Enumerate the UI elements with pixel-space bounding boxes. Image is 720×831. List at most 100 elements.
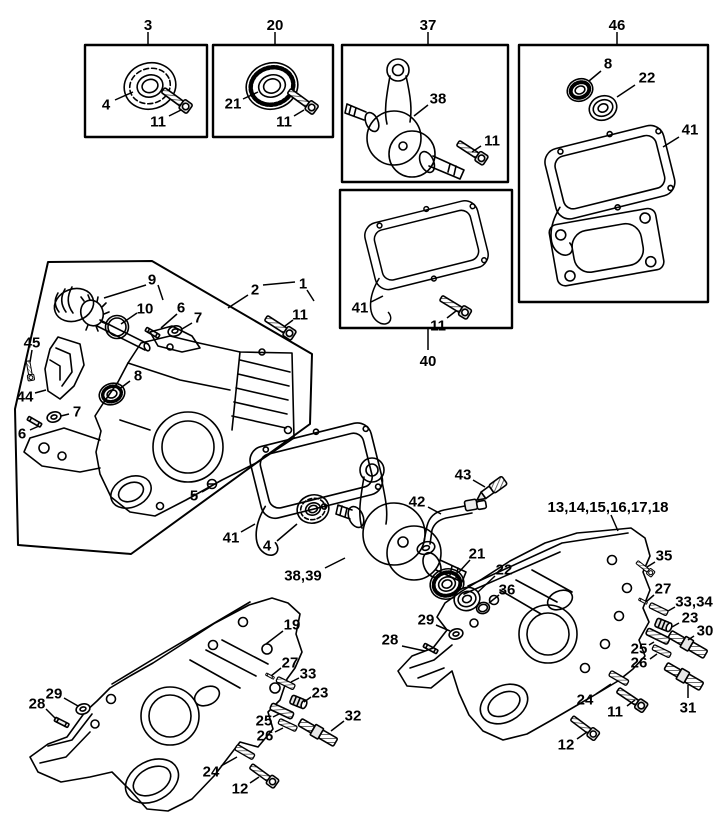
part-number-29: 29 (418, 611, 435, 628)
leader-line (168, 109, 182, 117)
grooved-ball-bearing-part (245, 61, 299, 111)
crankcase-gasket-part (349, 193, 500, 328)
leader-line (249, 776, 260, 784)
part-number-41: 41 (682, 121, 699, 138)
part-number-12: 12 (558, 736, 575, 753)
part-number-28: 28 (382, 631, 399, 648)
part-number-13-14-15-16-17-18: 13,14,15,16,17,18 (548, 499, 669, 516)
part-number-27: 27 (282, 654, 299, 671)
leader-line (324, 557, 346, 569)
leader-line (330, 720, 345, 732)
part-number-21: 21 (469, 545, 486, 562)
leader-line (242, 91, 259, 100)
part-number-26: 26 (257, 727, 274, 744)
plug-part (653, 617, 674, 634)
part-number-2: 2 (251, 281, 259, 298)
leader-line (290, 677, 300, 683)
part-number-7: 7 (73, 403, 81, 420)
leader-line (160, 313, 178, 329)
stud-part (648, 601, 670, 617)
part-number-30: 30 (697, 622, 714, 639)
screw-part (634, 558, 656, 578)
leader-line (60, 413, 70, 417)
leader-line (276, 523, 298, 542)
part-number-10: 10 (137, 300, 154, 317)
leader-line (477, 575, 496, 593)
crankshaft-part (344, 58, 465, 180)
leader-line (201, 487, 210, 493)
part-number-24: 24 (203, 763, 220, 780)
leader-line (220, 756, 238, 767)
part-number-35: 35 (656, 547, 673, 564)
pin-part (26, 415, 43, 429)
leader-line (576, 731, 588, 740)
leader-line (227, 294, 249, 309)
part-number-32: 32 (345, 707, 362, 724)
part-number-37: 37 (420, 17, 437, 34)
leader-line (471, 145, 482, 153)
leader-line (29, 425, 40, 431)
part-number-36: 36 (499, 581, 516, 598)
leader-line (270, 667, 282, 677)
group-box-37 (340, 43, 510, 184)
leader-line (413, 104, 429, 117)
leader-line (626, 699, 636, 707)
part-number-38: 38 (430, 90, 447, 107)
plug-part (288, 694, 309, 711)
leader-line (646, 561, 656, 568)
part-number-22: 22 (639, 69, 656, 86)
part-number-27: 27 (655, 580, 672, 597)
group-boxes (14, 43, 710, 555)
leader-line (120, 312, 138, 325)
screw-part (24, 359, 36, 382)
leader-line (34, 389, 47, 394)
stud-part (233, 743, 256, 761)
part-number-8: 8 (604, 55, 612, 72)
leader-line (284, 319, 294, 327)
leader-line (306, 289, 315, 302)
crankcase-gasket-part (233, 415, 395, 559)
crankcase-gasket-part (528, 118, 687, 259)
part-number-42: 42 (409, 493, 426, 510)
part-number-40: 40 (420, 353, 437, 370)
leader-line (662, 136, 680, 148)
leader-line (262, 281, 296, 286)
part-number-41: 41 (352, 299, 369, 316)
washer-part (588, 94, 618, 122)
part-number-9: 9 (148, 271, 156, 288)
valve-screw-part (476, 475, 508, 501)
washer-part (453, 586, 481, 612)
washer-part (447, 626, 465, 642)
plug-part (206, 478, 218, 490)
washer-part (45, 409, 63, 425)
leader-line (181, 322, 193, 330)
leader-line (458, 559, 471, 573)
part-number-20: 20 (267, 17, 284, 34)
leader-line (671, 622, 680, 628)
part-number-26: 26 (631, 654, 648, 671)
o-ring-part (104, 314, 130, 340)
assembly-group-outline (14, 260, 313, 555)
pin-part (53, 716, 71, 729)
part-number-25: 25 (256, 712, 273, 729)
part-number-25: 25 (631, 640, 648, 657)
oil-seal-part (566, 77, 594, 103)
stud-part (607, 669, 630, 687)
group-box-20 (211, 43, 335, 139)
crankcase-assembly-part (23, 325, 295, 517)
part-number-11: 11 (150, 113, 166, 130)
part-number-4: 4 (263, 537, 272, 554)
group-box-3 (83, 43, 209, 139)
leader-line (649, 653, 658, 660)
leader-line (272, 713, 280, 718)
part-number-6: 6 (177, 299, 185, 316)
crankshaft-part (335, 457, 467, 583)
part-number-23: 23 (682, 609, 699, 626)
oil-seal-part (98, 382, 126, 406)
leader-line (103, 284, 147, 299)
leader-line (63, 697, 79, 707)
part-number-7: 7 (194, 309, 202, 326)
part-number-41: 41 (223, 529, 240, 546)
leader-line (114, 91, 134, 101)
